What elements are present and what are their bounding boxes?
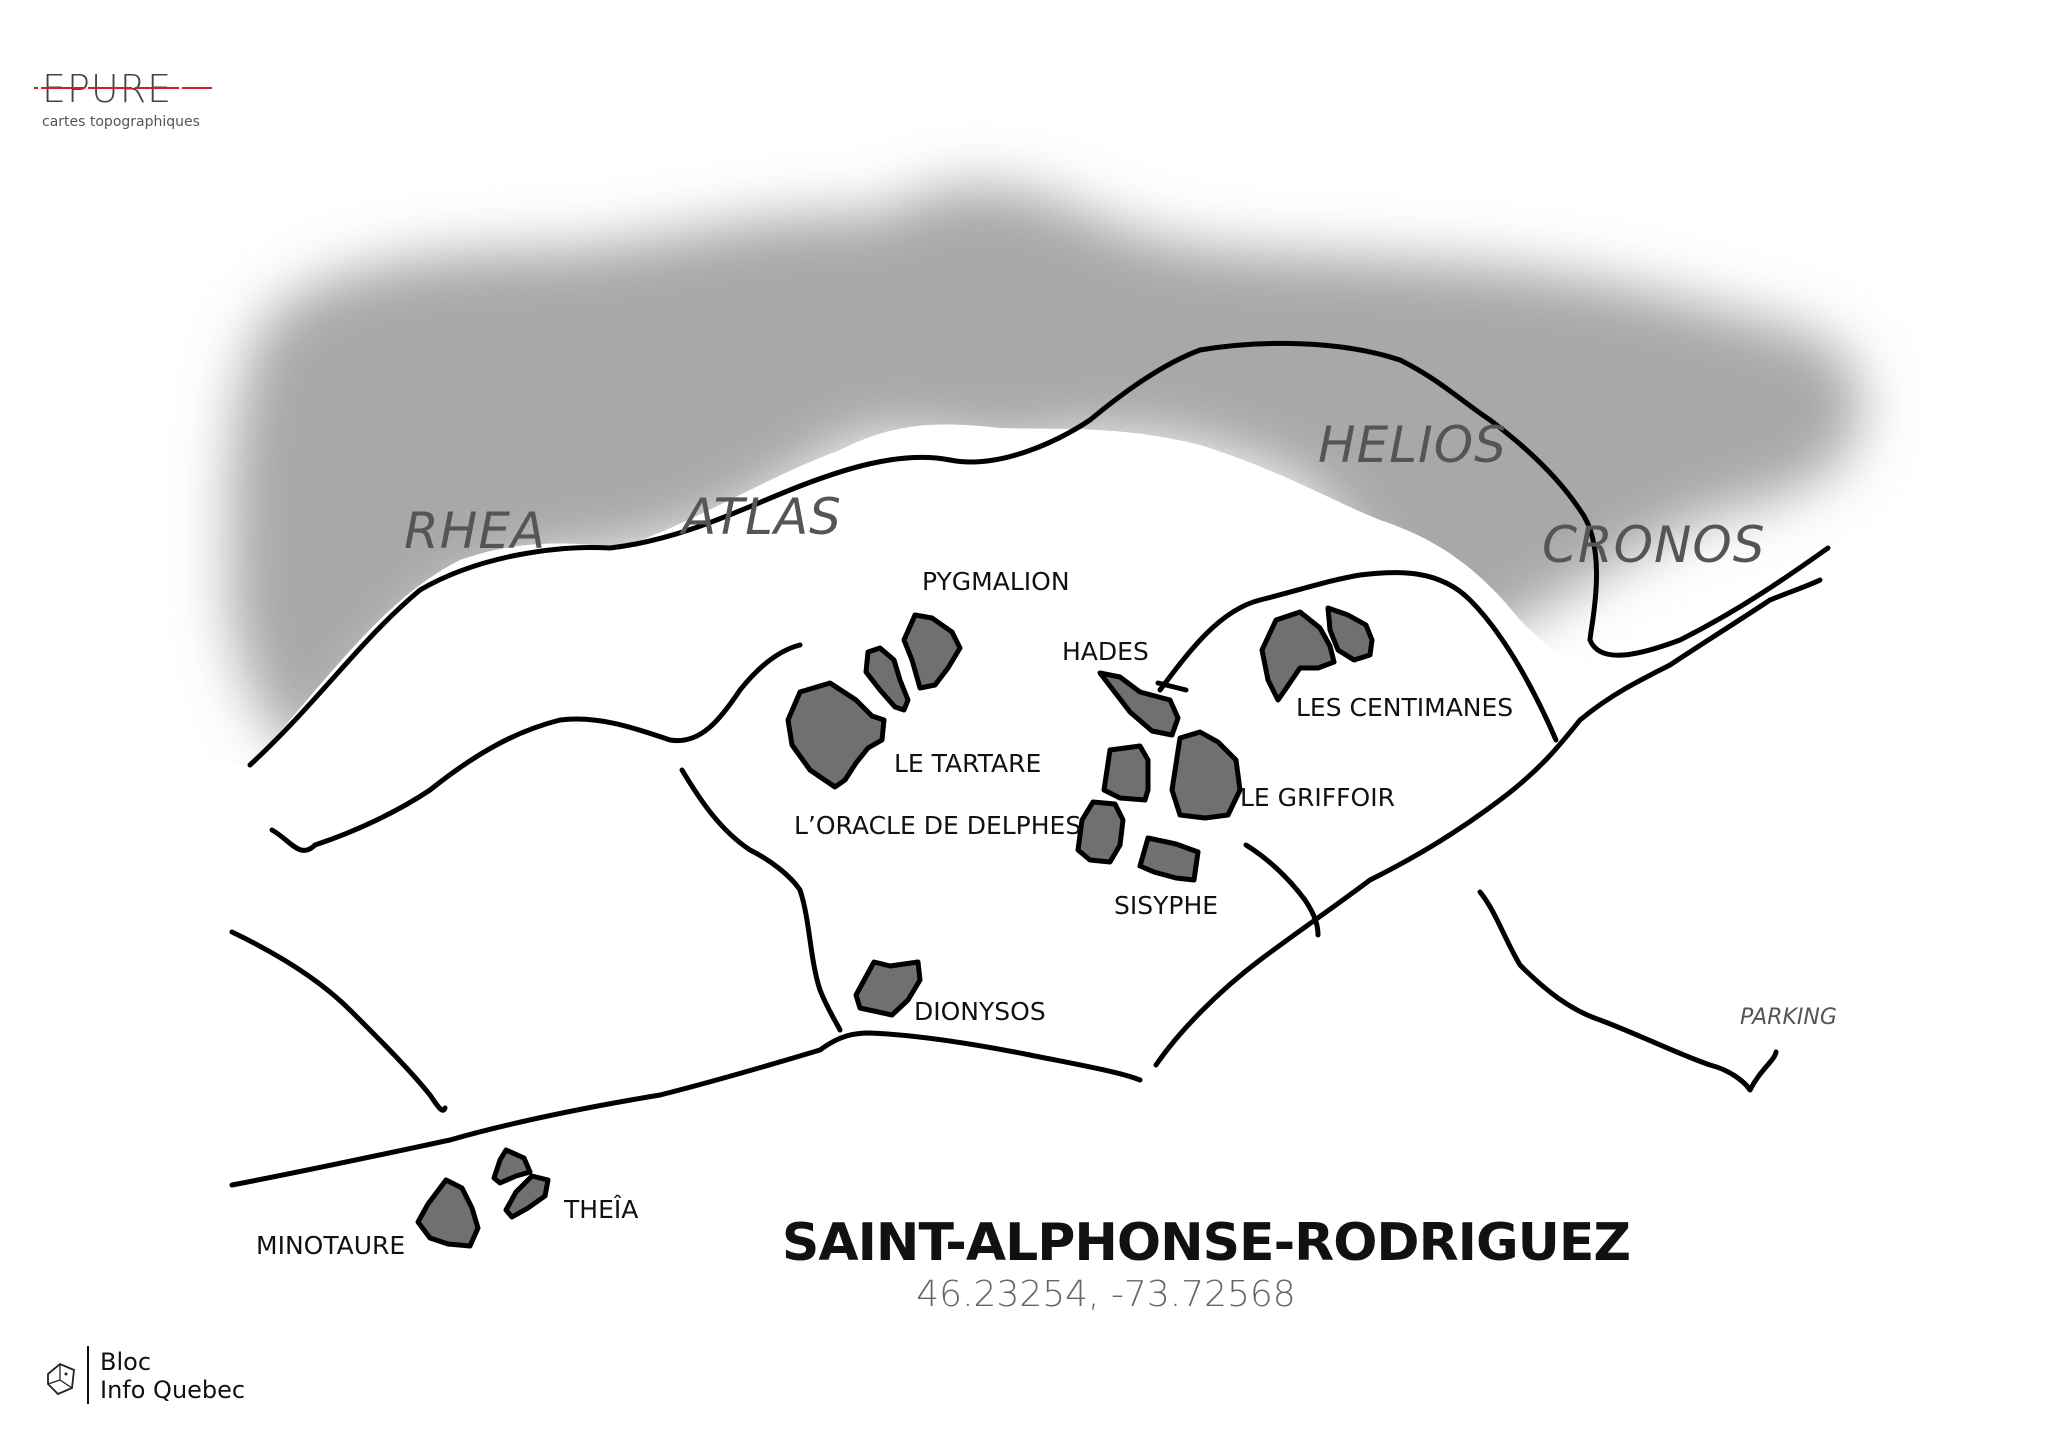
- trail-left-lower: [269, 642, 803, 853]
- block-label-pygmalion: PYGMALION: [922, 567, 1070, 596]
- area-label-rhea: RHEA: [404, 502, 546, 560]
- block-label-les-centimanes: LES CENTIMANES: [1296, 693, 1513, 722]
- cliff-ridge-line: [247, 340, 1831, 768]
- block-label-le-griffoir: LE GRIFFOIR: [1240, 783, 1395, 812]
- block-label-le-tartare: LE TARTARE: [894, 749, 1041, 778]
- boulder-centimanes-a: [1259, 609, 1337, 703]
- boulder-pygmalion-a: [901, 612, 963, 691]
- brand-logo: EPURE cartes topographiques: [34, 67, 212, 130]
- trail-centimanes: [1157, 570, 1559, 743]
- trail-parking: [1477, 889, 1779, 1093]
- block-label-hades: HADES: [1062, 637, 1149, 666]
- boulder-centimanes-b: [1325, 605, 1375, 663]
- location-coordinates: 46.23254, -73.72568: [916, 1274, 1295, 1315]
- boulder-theia-a: [491, 1147, 533, 1186]
- boulder-oracle-b: [1075, 799, 1126, 865]
- parking-label: PARKING: [1740, 1005, 1837, 1030]
- block-label-theia: THEÎA: [563, 1195, 638, 1224]
- area-label-helios: HELIOS: [1318, 416, 1507, 474]
- trail-lower-main: [229, 1030, 1143, 1188]
- boulder-theia-b: [503, 1173, 551, 1220]
- boulder-dionysos: [853, 959, 923, 1018]
- footer-logo: Bloc Info Quebec: [47, 1346, 245, 1404]
- boulder-le-tartare: [785, 680, 887, 790]
- boulder-hades: [1097, 670, 1181, 738]
- footer-line-1: Bloc: [100, 1348, 151, 1376]
- block-label-sisyphe: SISYPHE: [1114, 891, 1218, 920]
- block-label-minotaure: MINOTAURE: [256, 1231, 405, 1260]
- footer-line-2: Info Quebec: [100, 1376, 245, 1404]
- block-label-oracle: L’ORACLE DE DELPHES: [794, 811, 1081, 840]
- area-label-cronos: CRONOS: [1542, 516, 1766, 574]
- area-label-atlas: ATLAS: [679, 488, 842, 546]
- boulder-minotaure: [415, 1177, 481, 1249]
- trail-main-diagonal: [1153, 577, 1823, 1068]
- cube-icon: [47, 1362, 75, 1396]
- block-label-dionysos: DIONYSOS: [914, 997, 1046, 1026]
- trail-tartare-dionysos: [679, 767, 843, 1033]
- trail-griffoir-spur: [1243, 842, 1321, 938]
- brand-subtitle: cartes topographiques: [42, 114, 200, 130]
- boulder-oracle-a: [1101, 743, 1151, 803]
- trail-hades-spur: [1155, 680, 1189, 693]
- location-name: SAINT-ALPHONSE-RODRIGUEZ: [782, 1213, 1630, 1273]
- boulder-le-griffoir: [1169, 729, 1243, 821]
- trail-lower-left: [229, 929, 448, 1113]
- boulder-pygmalion-b: [863, 645, 911, 713]
- boulder-sisyphe: [1137, 835, 1201, 883]
